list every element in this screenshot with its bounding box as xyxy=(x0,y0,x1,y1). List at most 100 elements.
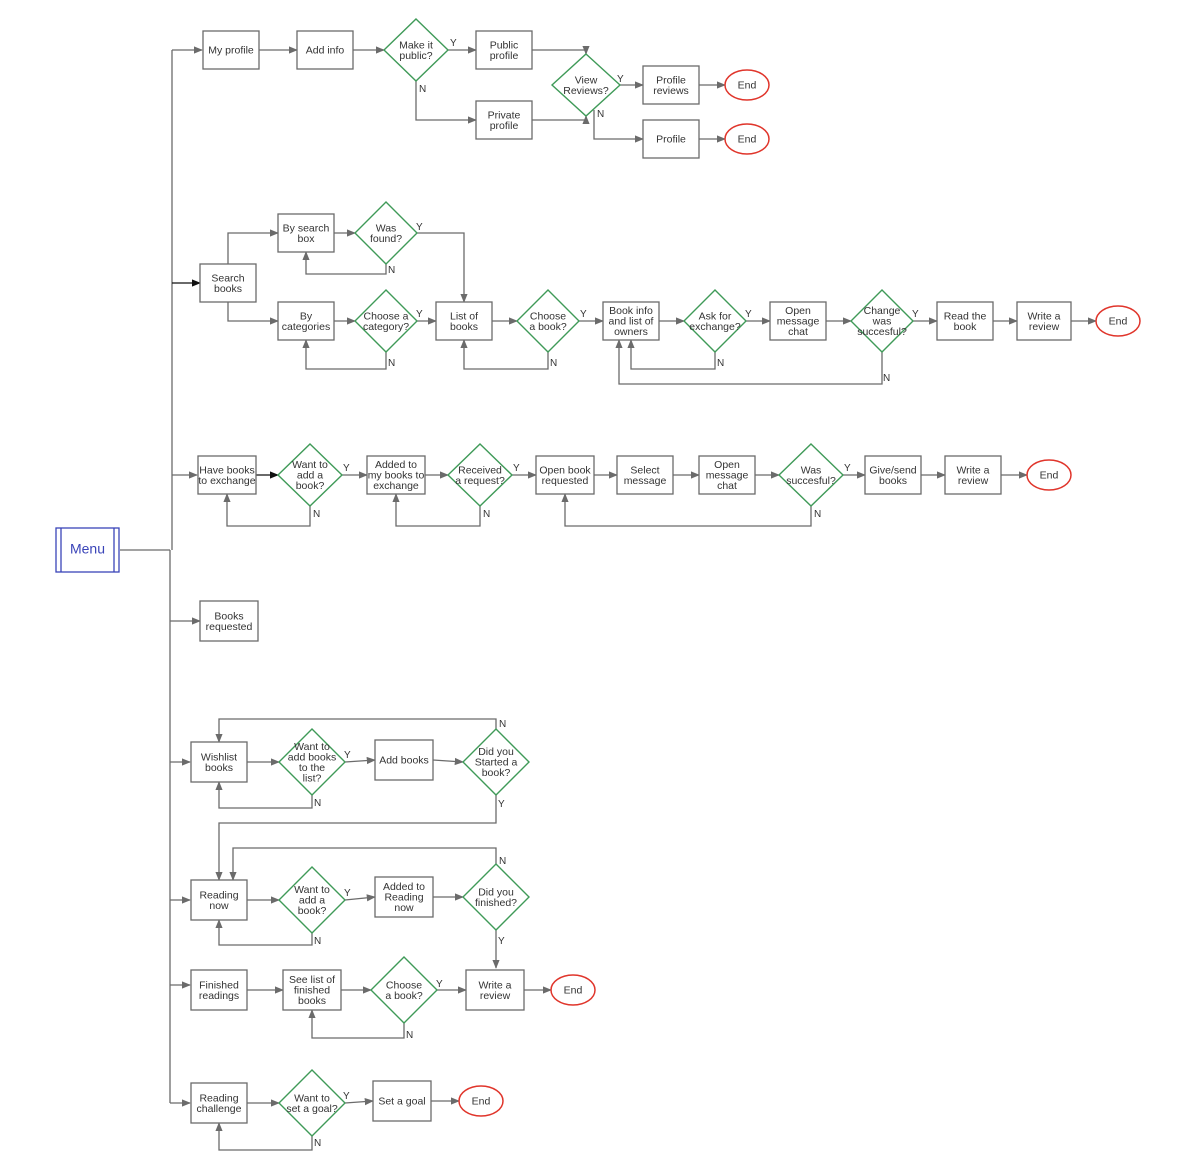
connector xyxy=(223,493,311,527)
end-5-terminator: End xyxy=(550,974,596,1006)
add-books-label: Add books xyxy=(379,755,429,767)
no-label: N xyxy=(814,509,821,520)
profile-process: Profile xyxy=(642,119,700,159)
yes-label: Y xyxy=(513,463,520,474)
no-label: N xyxy=(483,509,490,520)
connector xyxy=(627,339,716,370)
my-profile-label: My profile xyxy=(208,45,254,57)
no-label: N xyxy=(550,358,557,369)
no-label: N xyxy=(717,358,724,369)
end-6-label: End xyxy=(472,1096,491,1108)
yes-label: Y xyxy=(912,309,919,320)
yes-label: Y xyxy=(745,309,752,320)
connector xyxy=(344,894,376,902)
end-4-label: End xyxy=(1040,470,1059,482)
connector xyxy=(302,251,387,275)
yes-label: Y xyxy=(416,222,423,233)
yes-label: Y xyxy=(344,750,351,761)
menu-label: Menu xyxy=(70,541,105,557)
no-label: N xyxy=(406,1030,413,1041)
connector xyxy=(215,919,313,946)
add-books-process: Add books xyxy=(374,739,434,781)
connector xyxy=(392,493,481,527)
yes-label: Y xyxy=(580,309,587,320)
connector xyxy=(215,1122,313,1151)
no-label: N xyxy=(499,856,506,867)
add-info-label: Add info xyxy=(306,45,345,57)
connector xyxy=(593,110,644,143)
connector xyxy=(344,1097,374,1106)
connector xyxy=(344,756,376,765)
yes-label: Y xyxy=(844,463,851,474)
end-1-label: End xyxy=(738,80,757,92)
connector xyxy=(229,847,497,881)
connector xyxy=(227,302,279,325)
connector xyxy=(415,81,477,124)
connector xyxy=(417,232,468,303)
no-label: N xyxy=(597,109,604,120)
no-label: N xyxy=(419,84,426,95)
no-label: N xyxy=(313,509,320,520)
connector xyxy=(561,493,812,527)
connector xyxy=(532,45,590,55)
end-2-terminator: End xyxy=(724,123,770,155)
no-label: N xyxy=(388,358,395,369)
end-5-label: End xyxy=(564,985,583,997)
yes-label: Y xyxy=(498,799,505,810)
connectors xyxy=(120,45,1097,1151)
yes-label: Y xyxy=(343,1091,350,1102)
no-label: N xyxy=(314,1138,321,1149)
no-label: N xyxy=(883,373,890,384)
